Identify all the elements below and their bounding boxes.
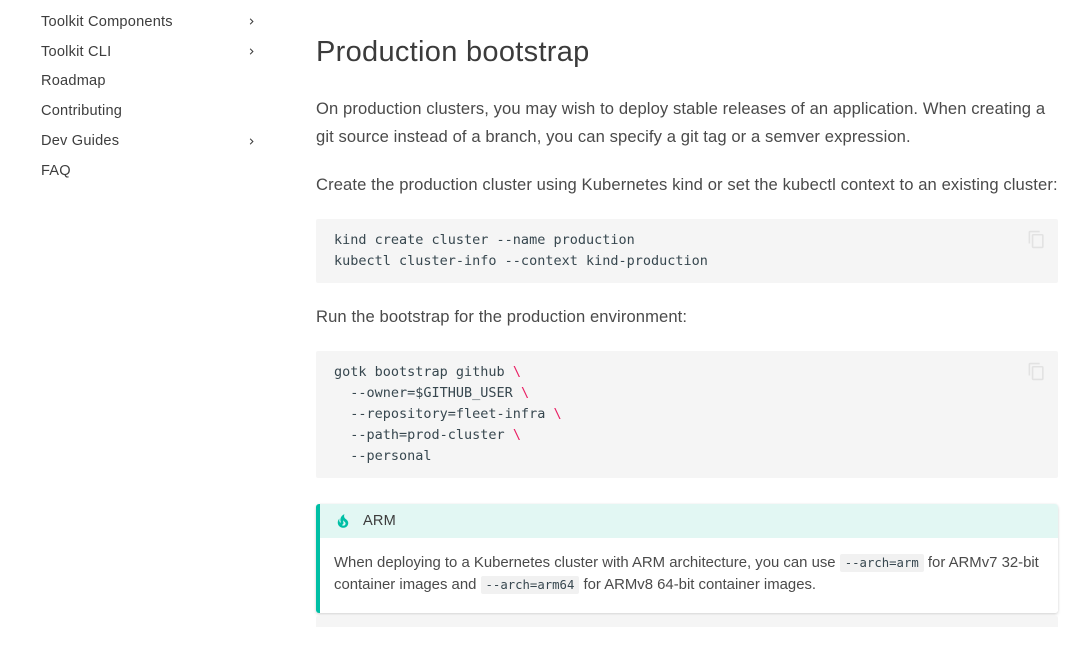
inline-code-arch-arm64: --arch=arm64	[480, 576, 580, 594]
chevron-right-icon	[246, 136, 257, 147]
partial-code-block	[316, 616, 1058, 627]
sidebar-item-label: Toolkit CLI	[41, 43, 112, 60]
code-line: gotk bootstrap github \	[334, 364, 521, 380]
code-block-gotk-bootstrap: gotk bootstrap github \ --owner=$GITHUB_…	[316, 351, 1058, 478]
main-content: Production bootstrap On production clust…	[316, 0, 1058, 627]
chevron-right-icon	[246, 46, 257, 57]
code-line: --repository=fleet-infra \	[334, 406, 562, 422]
sidebar-item-label: Roadmap	[41, 73, 106, 90]
code-line: --owner=$GITHUB_USER \	[334, 385, 530, 401]
sidebar-item-label: Contributing	[41, 103, 123, 120]
admonition-title-text: ARM	[363, 513, 397, 529]
sidebar-item-label: FAQ	[41, 162, 71, 179]
code-line: kind create cluster --name production	[334, 232, 635, 248]
sidebar-item-faq[interactable]: FAQ	[41, 156, 255, 186]
sidebar-item-roadmap[interactable]: Roadmap	[41, 67, 255, 97]
sidebar-item-contributing[interactable]: Contributing	[41, 96, 255, 126]
code-line: --path=prod-cluster \	[334, 427, 521, 443]
admonition-title: ARM	[320, 504, 1058, 538]
paragraph-run-bootstrap: Run the bootstrap for the production env…	[316, 307, 688, 326]
arm-admonition: ARM When deploying to a Kubernetes clust…	[316, 504, 1058, 613]
code-line: --personal	[334, 448, 432, 464]
copy-icon[interactable]	[1025, 359, 1048, 384]
flame-icon	[334, 512, 352, 530]
sidebar-nav: Toolkit Components Toolkit CLI Roadmap C…	[41, 7, 255, 186]
sidebar-item-label: Toolkit Components	[41, 13, 173, 30]
chevron-right-icon	[246, 16, 257, 27]
sidebar-item-label: Dev Guides	[41, 133, 120, 150]
admonition-body: When deploying to a Kubernetes cluster w…	[320, 538, 1058, 613]
code-block-kind-cluster: kind create cluster --name production ku…	[316, 219, 1058, 283]
sidebar-item-toolkit-components[interactable]: Toolkit Components	[41, 7, 255, 37]
sidebar-item-dev-guides[interactable]: Dev Guides	[41, 126, 255, 156]
code-line: kubectl cluster-info --context kind-prod…	[334, 253, 708, 269]
paragraph-create-cluster: Create the production cluster using Kube…	[316, 175, 1058, 194]
copy-icon[interactable]	[1025, 227, 1048, 252]
paragraph-intro: On production clusters, you may wish to …	[316, 99, 1046, 146]
page-title: Production bootstrap	[316, 36, 590, 68]
inline-code-arch-arm: --arch=arm	[839, 554, 924, 572]
sidebar-item-toolkit-cli[interactable]: Toolkit CLI	[41, 37, 255, 67]
